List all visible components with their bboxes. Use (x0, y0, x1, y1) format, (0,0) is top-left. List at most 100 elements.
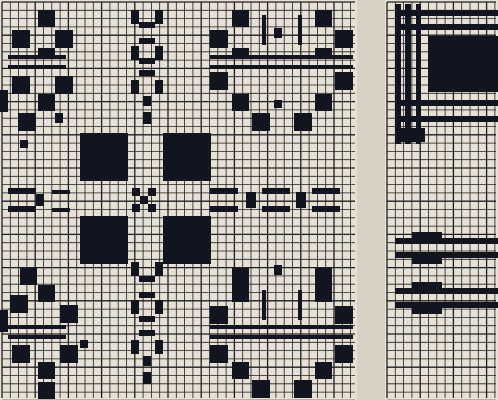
star-motif-cell (12, 76, 30, 94)
pine-motif-cell (139, 22, 155, 28)
table-square (80, 133, 128, 181)
border-motif-cell (395, 128, 425, 142)
chain-motif-cell (262, 188, 290, 194)
star-motif-cell (315, 48, 332, 56)
border-motif-cell (395, 100, 498, 106)
star-motif-cell (55, 76, 73, 94)
star-motif-cell (315, 285, 332, 302)
star-motif-cell (232, 94, 249, 111)
pine-motif-cell (131, 80, 139, 94)
pine-motif-cell (131, 262, 139, 276)
chain-motif-cell (140, 196, 148, 204)
star-motif-cell (210, 65, 353, 69)
star-motif-cell (232, 10, 249, 27)
star-motif-cell (12, 30, 30, 48)
pine-motif-cell (139, 38, 155, 44)
star-motif-cell (38, 10, 55, 27)
pine-motif-cell (139, 330, 155, 336)
star-motif-cell (55, 30, 73, 48)
star-motif-cell (38, 48, 55, 56)
star-motif-cell (232, 362, 249, 379)
star-motif-cell (298, 15, 302, 45)
right-draft-panel (385, 0, 498, 400)
pine-motif-cell (155, 300, 163, 314)
border-motif-cell (428, 36, 498, 92)
star-motif-cell (315, 94, 332, 111)
star-motif-cell (298, 290, 302, 320)
star-motif-cell (0, 310, 8, 332)
border-motif-cell (412, 308, 442, 314)
left-draft-panel (0, 0, 359, 400)
star-motif-cell (38, 382, 55, 399)
chain-motif-cell (210, 206, 238, 212)
border-motif-cell (395, 24, 498, 30)
star-motif-cell (274, 265, 282, 275)
pine-motif-cell (155, 80, 163, 94)
chain-motif-cell (52, 208, 70, 212)
table-square (80, 216, 128, 264)
chain-motif-cell (210, 188, 238, 194)
star-motif-cell (20, 268, 37, 285)
star-motif-cell (315, 362, 332, 379)
star-motif-cell (38, 362, 55, 379)
pine-motif-cell (139, 316, 155, 322)
star-motif-cell (12, 345, 30, 363)
pine-motif-cell (131, 340, 139, 354)
star-motif-cell (80, 340, 88, 348)
pine-motif-cell (155, 46, 163, 60)
chain-motif-cell (148, 204, 156, 212)
chain-motif-cell (246, 192, 256, 208)
star-motif-cell (252, 380, 270, 398)
chain-motif-cell (8, 206, 36, 212)
pine-motif-cell (143, 96, 151, 106)
border-motif-cell (395, 288, 498, 294)
star-motif-cell (335, 30, 353, 48)
pine-motif-cell (139, 58, 155, 64)
star-motif-cell (0, 90, 8, 112)
star-motif-cell (335, 72, 353, 90)
star-motif-cell (210, 306, 228, 324)
panel-gap (357, 0, 385, 400)
chain-motif-cell (132, 188, 140, 196)
star-motif-cell (262, 290, 266, 320)
chain-motif-cell (8, 188, 36, 194)
star-motif-cell (210, 30, 228, 48)
border-motif-cell (412, 282, 442, 288)
chain-motif-cell (52, 190, 70, 194)
star-motif-cell (55, 113, 63, 123)
chain-motif-cell (312, 188, 340, 194)
pine-motif-cell (155, 340, 163, 354)
star-motif-cell (18, 113, 36, 131)
star-motif-cell (8, 325, 66, 329)
pine-motif-cell (139, 70, 155, 76)
border-motif-cell (395, 252, 498, 258)
star-motif-cell (8, 55, 66, 59)
pine-motif-cell (155, 10, 163, 24)
star-motif-cell (232, 285, 249, 302)
star-motif-cell (8, 335, 66, 339)
star-motif-cell (315, 10, 332, 27)
star-motif-cell (210, 345, 228, 363)
star-motif-cell (210, 335, 353, 339)
star-motif-cell (10, 295, 28, 313)
star-motif-cell (8, 65, 66, 69)
pine-motif-cell (131, 300, 139, 314)
chain-motif-cell (312, 206, 340, 212)
star-motif-cell (60, 305, 78, 323)
chain-motif-cell (148, 188, 156, 196)
border-motif-cell (412, 232, 442, 238)
star-motif-cell (294, 113, 312, 131)
star-motif-cell (210, 325, 353, 329)
star-motif-cell (315, 268, 332, 285)
star-motif-cell (38, 94, 55, 111)
border-motif-cell (395, 302, 498, 308)
chain-motif-cell (132, 204, 140, 212)
pine-motif-cell (139, 276, 155, 282)
star-motif-cell (232, 48, 249, 56)
star-motif-cell (38, 285, 55, 302)
pine-motif-cell (143, 372, 151, 384)
star-motif-cell (210, 72, 228, 90)
star-motif-cell (210, 55, 353, 59)
table-square (163, 216, 211, 264)
